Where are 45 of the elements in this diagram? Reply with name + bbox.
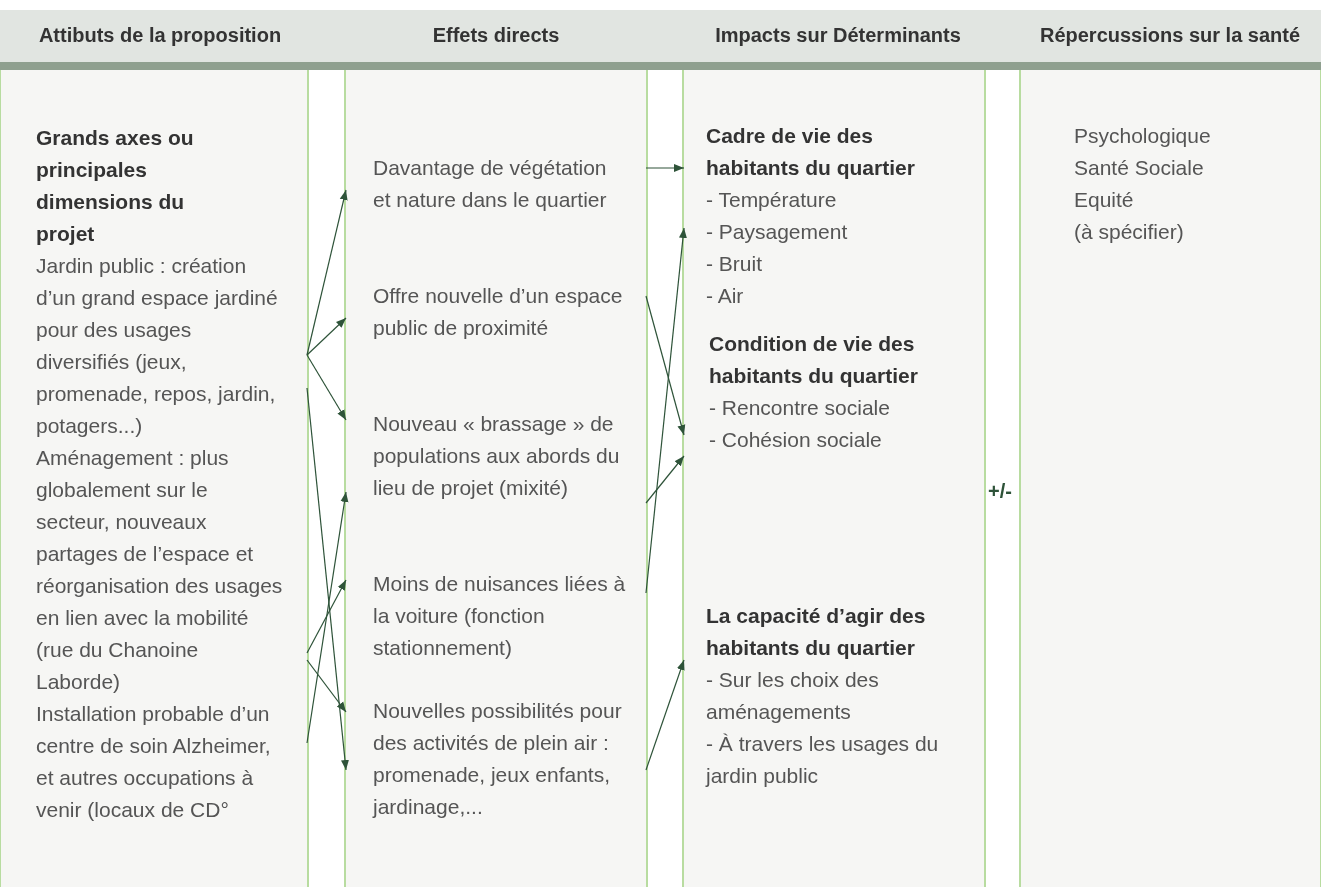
arrow — [306, 317, 347, 356]
body-text: Santé Sociale — [1073, 155, 1205, 181]
arrow — [645, 164, 685, 172]
body-text: - À travers les usages du jardin public — [704, 731, 940, 789]
body-text: Installation probable d’un centre de soin Alzheimer, et autres occupations à venir (locaux de CD° — [35, 701, 272, 823]
arrow — [306, 354, 347, 421]
body-text: - Bruit — [705, 251, 763, 277]
plus-minus-sign: +/- — [988, 480, 1012, 503]
arrow — [306, 659, 347, 713]
body-text: Aménagement : plus globalement sur le secteur, nouveaux partages de l’espace et réorganisation des usages en lien avec la mobilité (rue du Chanoine Laborde) — [35, 445, 284, 695]
column-panel — [1020, 70, 1321, 887]
column-panel — [0, 70, 308, 887]
arrow — [306, 387, 349, 771]
body-text: - Air — [705, 283, 745, 309]
body-text: Jardin public : création d’un grand espace jardiné pour des usages diversifiés (jeux, promenade, repos, jardin, potagers...) — [35, 253, 279, 439]
body-text: - Cohésion sociale — [708, 427, 883, 453]
body-text: Moins de nuisances liées à la voiture (fonction stationnement) — [372, 571, 627, 661]
body-text: Offre nouvelle d’un espace public de proximité — [372, 283, 624, 341]
body-text: Psychologique — [1073, 123, 1212, 149]
body-text: Equité — [1073, 187, 1135, 213]
column-panel — [683, 70, 985, 887]
heading-text: La capacité d’agir des habitants du quartier — [705, 603, 927, 661]
body-text: Davantage de végétation et nature dans le quartier — [372, 155, 608, 213]
arrow — [645, 295, 686, 436]
body-text: (à spécifier) — [1073, 219, 1185, 245]
arrow — [306, 491, 349, 744]
arrow — [645, 659, 685, 771]
column-header: Répercussions sur la santé — [1039, 24, 1301, 47]
column-panel — [345, 70, 647, 887]
column-header: Attibuts de la proposition — [38, 24, 282, 47]
heading-text: Cadre de vie des habitants du quartier — [705, 123, 916, 181]
column-header: Impacts sur Déterminants — [715, 24, 961, 47]
heading-text: Condition de vie des habitants du quartier — [708, 331, 919, 389]
body-text: - Rencontre sociale — [708, 395, 891, 421]
column-header: Effets directs — [432, 24, 560, 47]
arrow — [306, 579, 347, 654]
body-text: Nouveau « brassage » de populations aux abords du lieu de projet (mixité) — [372, 411, 621, 501]
body-text: - Paysagement — [705, 219, 849, 245]
arrow — [645, 455, 685, 504]
body-text: Nouvelles possibilités pour des activités de plein air : promenade, jeux enfants, jardinage,... — [371, 698, 623, 820]
arrow — [645, 227, 687, 594]
arrow — [306, 189, 348, 356]
heading-text: Grands axes ou principales dimensions du projet — [35, 125, 195, 247]
body-text: - Sur les choix des aménagements — [705, 667, 880, 725]
body-text: - Température — [705, 187, 838, 213]
